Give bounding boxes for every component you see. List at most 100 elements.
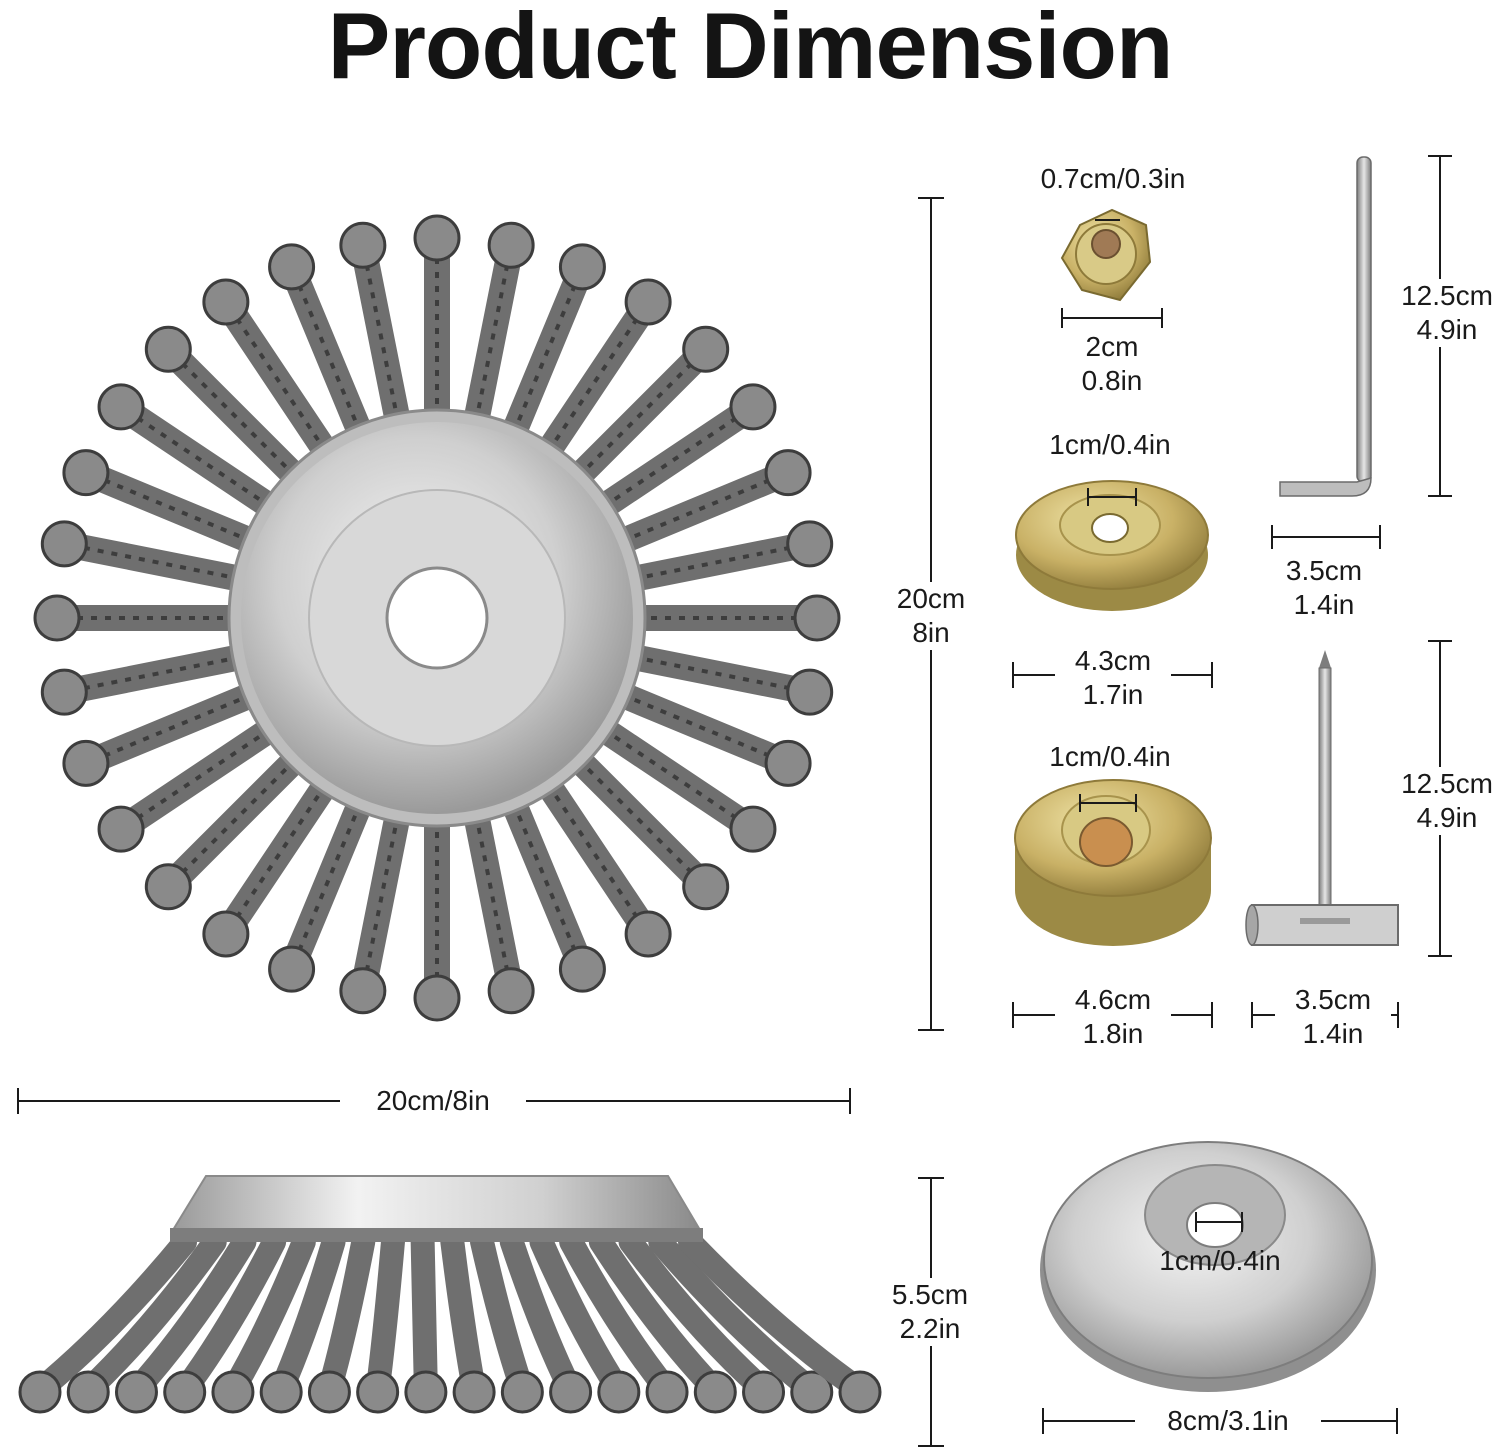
metal-plate [1040,1141,1376,1392]
side-wire-tip [742,1370,786,1414]
washer2-hole-label: 1cm/0.4in [1049,741,1171,772]
wire-brush-side-view [18,1175,882,1414]
wire-twist [632,543,801,581]
side-wire-tip [18,1370,62,1414]
side-wire-tip [404,1370,448,1414]
wire-tip [62,739,110,787]
side-wire-spoke [588,1230,728,1402]
wire-tip [40,668,88,716]
wire-twist [94,692,253,762]
brush-cup [171,1175,702,1231]
side-wire-spoke [618,1230,776,1402]
wire-tip [268,945,316,993]
page-title: Product Dimension [327,0,1174,98]
wire-tip [202,278,250,326]
wire-tip [764,449,812,497]
wire-tip [682,325,730,373]
wire-twist [293,802,363,961]
wire-tip [40,520,88,568]
wire-tip [33,594,81,642]
side-wire-spoke [678,1230,872,1402]
wire-tip [786,520,834,568]
wire-twist [621,474,780,544]
wire-tip [97,805,145,853]
wire-brush-top-view [33,214,841,1022]
side-wire-spoke [365,1230,405,1402]
side-wire-tip [66,1370,110,1414]
wire-twist [577,758,701,882]
side-wire-tip [790,1370,834,1414]
wire-twist [128,727,272,826]
side-wire-tip [500,1370,544,1414]
wire-twist [632,655,801,693]
side-wire-spoke [28,1230,197,1402]
side-wire-tip [307,1370,351,1414]
wire-twist [362,813,400,982]
wire-twist [511,802,581,961]
wire-twist [621,692,780,762]
side-wire-tip [597,1370,641,1414]
wire-tip [764,739,812,787]
washer-1 [1015,480,1209,611]
wire-tip [558,243,606,291]
wire-tip [786,668,834,716]
wire-tip [144,863,192,911]
side-wire-tip [211,1370,255,1414]
wire-tip [413,974,461,1022]
side-wire-tip [259,1370,303,1414]
wire-twist [173,354,297,478]
side-wire-tip [549,1370,593,1414]
side-wire-spoke [76,1230,227,1402]
wire-tip [62,449,110,497]
wire-tip [558,945,606,993]
wire-tip [97,383,145,431]
wire-tip [339,221,387,269]
nut-hole-label: 0.7cm/0.3in [1040,163,1186,194]
wire-brush-side-spokes [18,1230,882,1414]
wire-twist [602,727,746,826]
t-wrench [1245,650,1399,946]
wire-twist [511,275,581,434]
wire-tip [793,594,841,642]
wire-tip [624,278,672,326]
wire-tip [487,221,535,269]
wire-tip [729,805,777,853]
side-wire-tip [645,1370,689,1414]
wire-tip [729,383,777,431]
wire-tip [339,967,387,1015]
wire-tip [413,214,461,262]
wire-twist [602,410,746,509]
wire-twist [229,783,328,927]
brush-width-label: 20cm/8in [340,1084,526,1118]
wire-twist [474,254,512,423]
side-wire-tip [693,1370,737,1414]
plate-width-label: 8cm/3.1in [1135,1404,1321,1438]
wire-twist [546,783,645,927]
wire-twist [73,543,242,581]
brush-hub-hole [385,566,489,670]
wire-twist [293,275,363,434]
wire-tip [624,910,672,958]
wire-twist [577,354,701,478]
washer-2 [1014,779,1212,946]
wire-brush-spokes [33,214,841,1022]
hex-key [1279,156,1372,497]
side-wire-spoke [440,1230,487,1402]
wire-tip [268,243,316,291]
wire-twist [128,410,272,509]
wire-twist [229,309,328,453]
side-wire-tip [452,1370,496,1414]
brush-cup-edge [170,1228,703,1242]
wire-twist [546,309,645,453]
wire-twist [362,254,400,423]
lock-nut [1060,208,1152,302]
wire-twist [94,474,253,544]
